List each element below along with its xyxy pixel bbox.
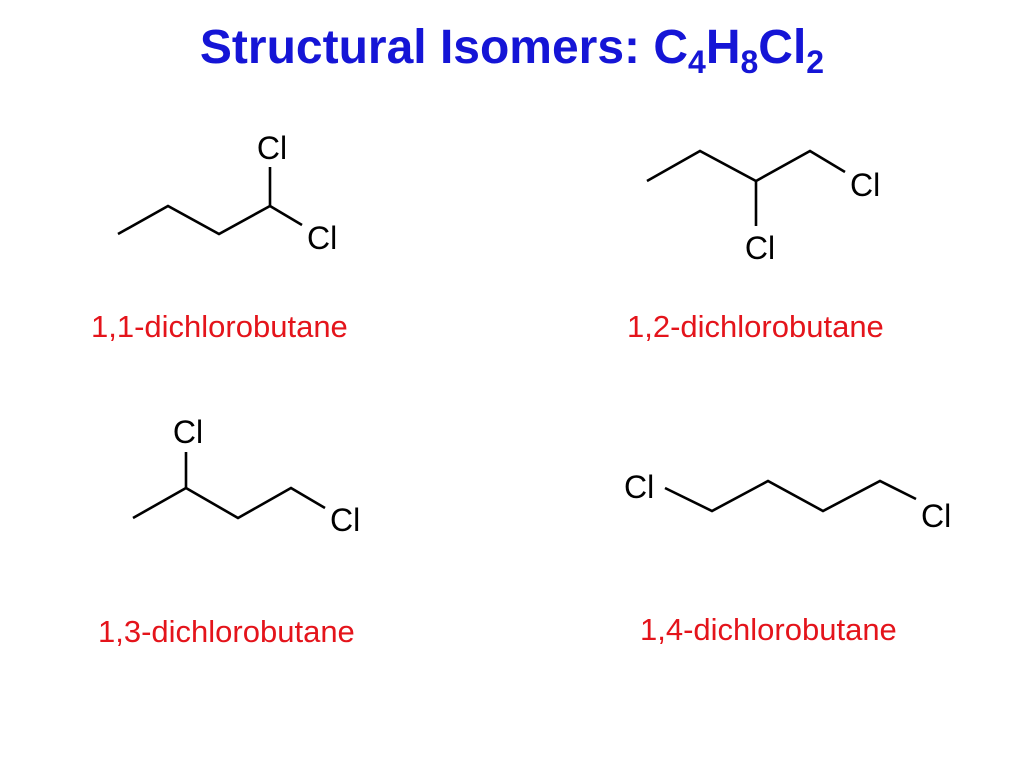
chlorine-label: Cl bbox=[257, 130, 287, 166]
chlorine-label: Cl bbox=[173, 414, 203, 450]
slide-title: Structural Isomers: C4H8Cl2 bbox=[0, 18, 1024, 78]
isomer-name: 1,4-dichlorobutane bbox=[640, 612, 897, 647]
chlorine-label: Cl bbox=[745, 230, 775, 266]
chlorine-label: Cl bbox=[624, 469, 654, 505]
title-hydrogen: H bbox=[705, 21, 741, 74]
isomer-name: 1,2-dichlorobutane bbox=[627, 309, 884, 344]
chlorine-label: Cl bbox=[921, 498, 951, 534]
isomer-name: 1,3-dichlorobutane bbox=[98, 614, 355, 649]
carbon-chain bbox=[132, 486, 326, 520]
chlorine-label: Cl bbox=[850, 167, 880, 203]
chlorine-label: Cl bbox=[307, 220, 337, 256]
title-subscript-4: 4 bbox=[688, 44, 706, 80]
isomer-name: 1,1-dichlorobutane bbox=[91, 309, 348, 344]
title-subscript-8: 8 bbox=[740, 44, 759, 80]
title-subscript-2: 2 bbox=[806, 44, 825, 80]
chlorine-label: Cl bbox=[330, 502, 360, 538]
bond-c1-cl-right bbox=[269, 204, 303, 227]
title-chlorine: Cl bbox=[758, 21, 807, 74]
title-prefix: Structural Isomers: C bbox=[199, 21, 689, 74]
carbon-chain bbox=[664, 479, 917, 513]
carbon-chain bbox=[117, 204, 271, 236]
